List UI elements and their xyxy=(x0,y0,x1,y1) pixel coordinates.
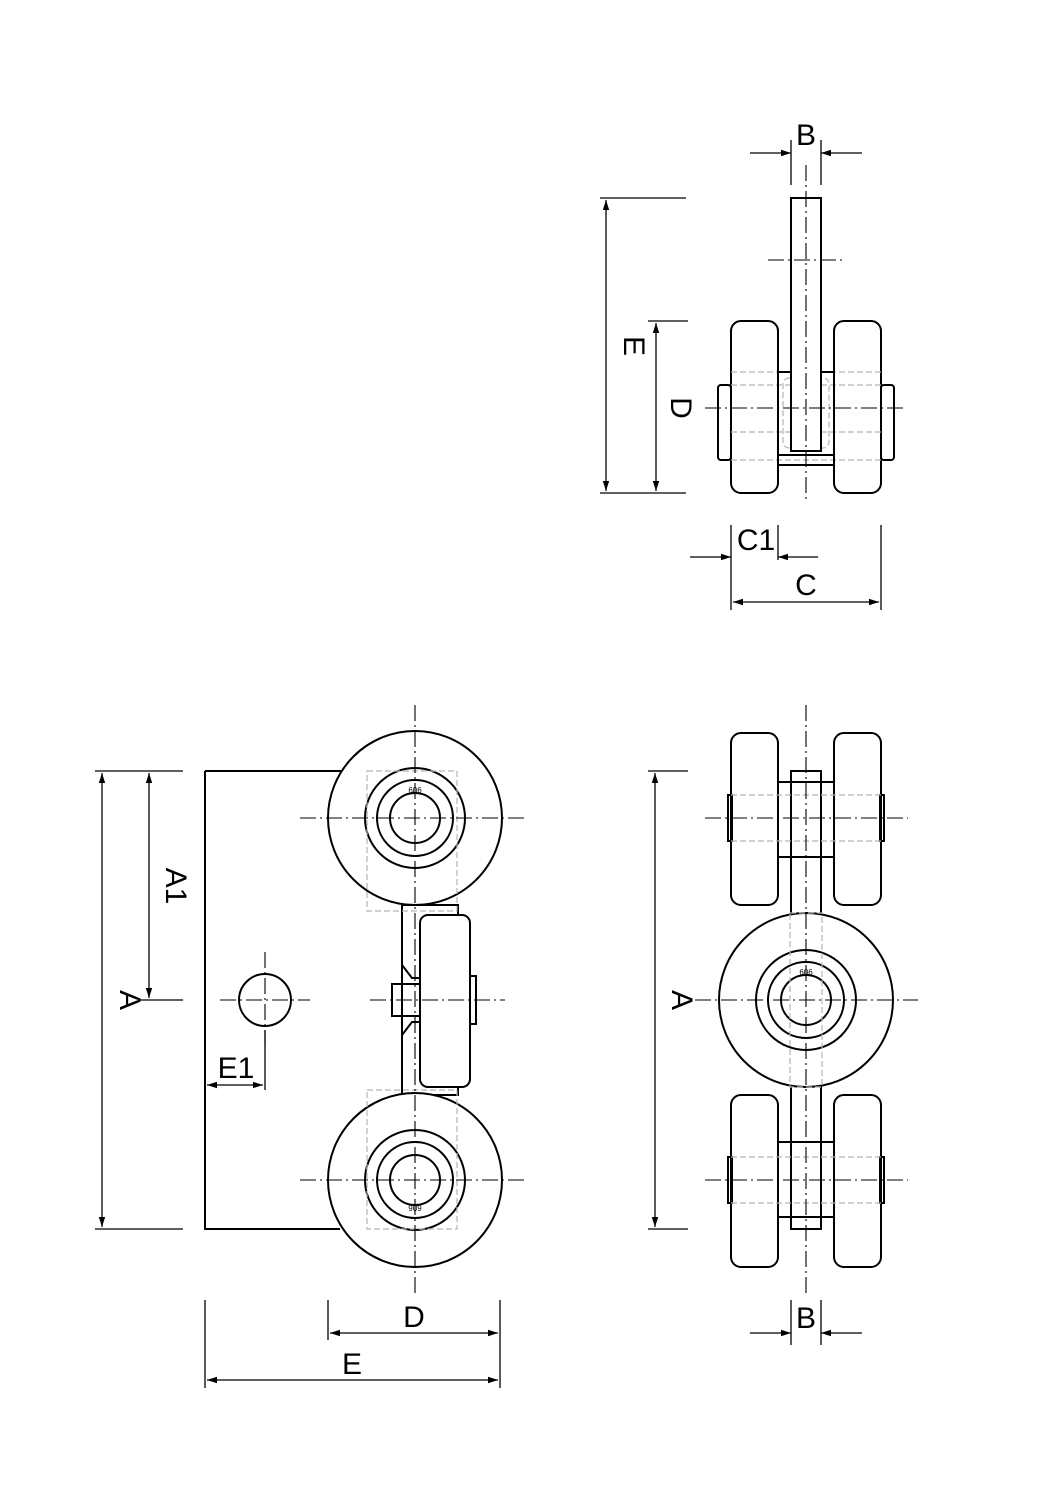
front-view: 606 606 xyxy=(204,705,528,1295)
bottom-right-wheel xyxy=(833,1094,882,1268)
dim-C1: C1 xyxy=(737,524,775,557)
mounting-plate xyxy=(204,770,345,1230)
dim-B-bottom: B xyxy=(796,1302,816,1335)
left-axle-cap xyxy=(717,384,732,461)
dim-B-top: B xyxy=(796,119,816,152)
front-dimensions: A A1 E1 D E xyxy=(95,770,501,1388)
top-left-wheel xyxy=(730,732,779,906)
middle-wheel-edge xyxy=(419,914,471,1088)
top-right-wheel xyxy=(833,732,882,906)
dim-E1: E1 xyxy=(218,1052,255,1085)
dim-A-end: A xyxy=(665,990,698,1010)
dim-D-side: D xyxy=(664,397,697,419)
right-wheel xyxy=(833,320,882,494)
left-wheel xyxy=(730,320,779,494)
end-dimensions: A B xyxy=(648,770,862,1345)
bottom-left-wheel xyxy=(730,1094,779,1268)
dim-D-front: D xyxy=(403,1301,425,1334)
dim-E-side: E xyxy=(617,336,650,356)
dim-A1: A1 xyxy=(159,868,192,905)
right-axle-cap xyxy=(880,384,895,461)
dim-E-front: E xyxy=(342,1348,362,1381)
side-view xyxy=(705,165,905,500)
dim-C: C xyxy=(795,569,817,602)
end-view: 606 xyxy=(695,705,918,1295)
side-dimensions: B E D C1 C xyxy=(600,119,882,610)
dim-A-front: A xyxy=(113,990,146,1010)
